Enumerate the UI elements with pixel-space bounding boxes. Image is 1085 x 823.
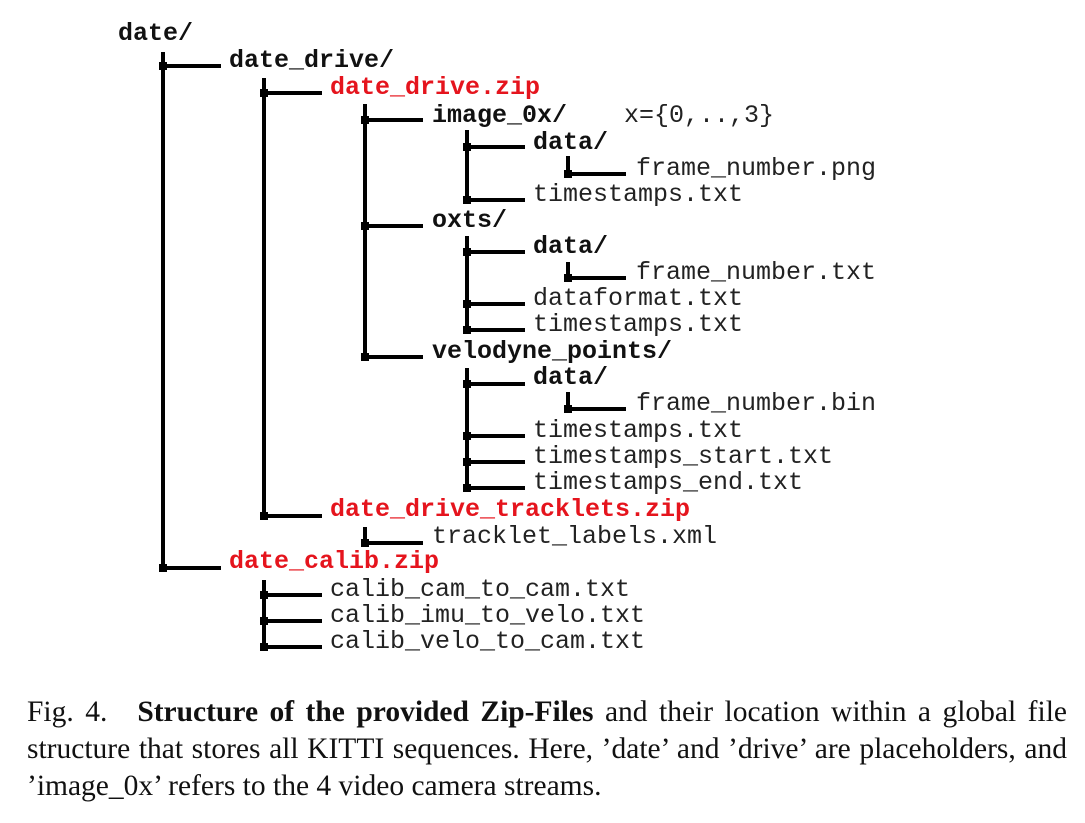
node-calib-imu-file: calib_imu_to_velo.txt (330, 601, 646, 630)
node-mark-tracklets-zip (260, 512, 268, 520)
node-calib-velo-file: calib_velo_to_cam.txt (330, 627, 646, 656)
node-velo-timestamps-end-file: timestamps_end.txt (533, 468, 804, 497)
node-mark-image-timestamps (463, 196, 471, 204)
node-mark-oxts-frame (564, 274, 572, 282)
node-oxts-data-dir: data/ (533, 232, 609, 261)
node-mark-velo-frame (564, 405, 572, 413)
node-drive-zip: date_drive.zip (330, 73, 541, 102)
figure-title: Structure of the provided Zip-Files (137, 696, 594, 728)
node-mark-calib-zip (159, 564, 167, 572)
node-mark-tracklet-labels (361, 539, 369, 547)
node-mark-image-dir (361, 116, 369, 124)
node-calib-zip: date_calib.zip (229, 547, 440, 576)
node-mark-drive-zip (260, 89, 268, 97)
node-mark-oxts-dir (361, 222, 369, 230)
figure-caption-text: and their location within a global file … (27, 696, 1067, 802)
node-tracklets-zip: date_drive_tracklets.zip (330, 495, 691, 524)
figure-number: Fig. 4. (27, 696, 108, 728)
file-tree-diagram: date/ date_drive/ date_drive.zip image_0… (118, 19, 877, 656)
node-oxts-dataformat-file: dataformat.txt (533, 284, 744, 313)
node-mark-velo-timestamps (463, 432, 471, 440)
node-velo-dir: velodyne_points/ (432, 337, 673, 366)
node-mark-calib-imu (260, 617, 268, 625)
node-mark-calib-cam (260, 591, 268, 599)
node-velo-timestamps-file: timestamps.txt (533, 416, 744, 445)
node-mark-calib-velo (260, 643, 268, 651)
node-mark-oxts-timestamps (463, 326, 471, 334)
node-oxts-frame-file: frame_number.txt (636, 258, 877, 287)
node-mark-velo-data (463, 380, 471, 388)
tree-connector-lines (159, 52, 626, 651)
node-mark-image-data (463, 143, 471, 151)
node-oxts-timestamps-file: timestamps.txt (533, 310, 744, 339)
node-mark-oxts-data (463, 248, 471, 256)
node-calib-cam-file: calib_cam_to_cam.txt (330, 575, 631, 604)
node-velo-data-dir: data/ (533, 363, 609, 392)
node-drive-dir: date_drive/ (229, 46, 395, 75)
node-root-dir: date/ (118, 19, 194, 48)
figure-caption: Fig. 4. Structure of the provided Zip-Fil… (27, 694, 1067, 805)
node-mark-velo-dir (361, 353, 369, 361)
node-mark-image-frame (564, 170, 572, 178)
node-image-dir-note: x={0,..,3} (624, 101, 775, 130)
node-mark-velo-timestamps-start (463, 458, 471, 466)
node-image-timestamps-file: timestamps.txt (533, 180, 744, 209)
node-image-data-dir: data/ (533, 128, 609, 157)
node-image-frame-file: frame_number.png (636, 154, 877, 183)
node-mark-velo-timestamps-end (463, 484, 471, 492)
node-velo-timestamps-start-file: timestamps_start.txt (533, 442, 834, 471)
node-velo-frame-file: frame_number.bin (636, 389, 877, 418)
node-oxts-dir: oxts/ (432, 206, 508, 235)
node-mark-drive-dir (159, 62, 167, 70)
node-tracklet-labels-file: tracklet_labels.xml (432, 522, 718, 551)
node-image-dir: image_0x/ (432, 101, 568, 130)
node-mark-oxts-dataformat (463, 300, 471, 308)
